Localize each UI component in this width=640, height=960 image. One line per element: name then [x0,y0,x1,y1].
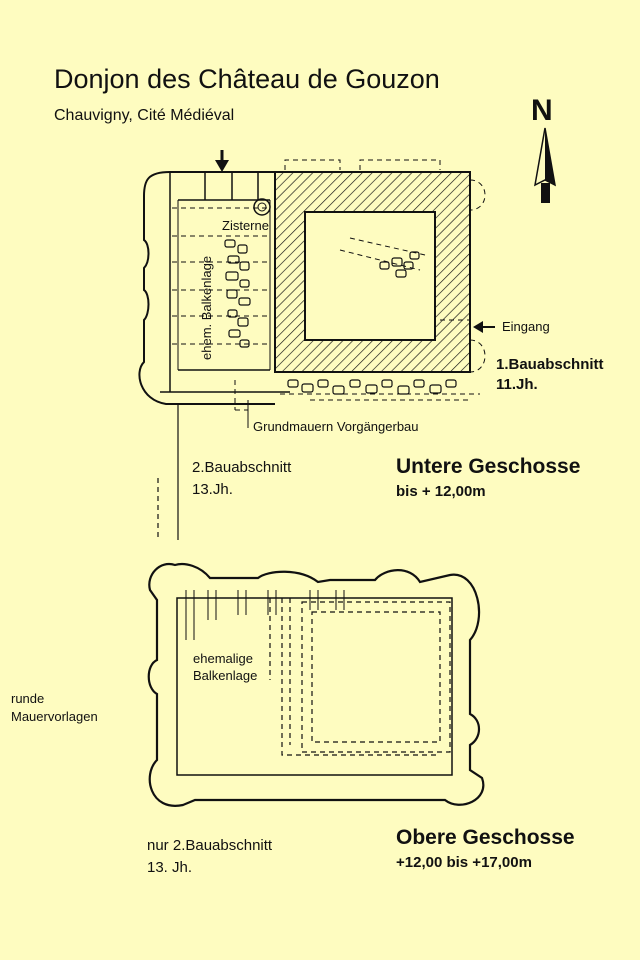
lower-beams-label: ehem. Balkenlage [199,255,214,360]
upper-phase-century: 13. Jh. [147,859,193,876]
upper-beams-label-1: ehemalige [193,651,253,666]
entrance-arrow-icon [473,321,495,333]
north-arrow-icon [534,127,556,203]
upper-phase-label: nur 2.Bauabschnitt [147,837,273,854]
lower-floor-plan [138,159,486,540]
cistern-label: Zisterne [222,218,269,233]
foundations-label: Grundmauern Vorgängerbau [253,419,419,434]
diagram-title: Donjon des Château de Gouzon [54,64,440,94]
upper-beams-label-2: Balkenlage [193,668,258,683]
north-label: N [531,94,553,127]
phase1-century: 11.Jh. [496,376,538,393]
phase2-label: 2.Bauabschnitt [192,459,292,476]
access-arrow-icon [215,150,229,172]
lower-floors-height: bis + 12,00m [396,483,486,500]
lower-floors-heading: Untere Geschosse [396,455,581,478]
phase1-label: 1.Bauabschnitt [496,356,604,373]
phase2-century: 13.Jh. [192,481,233,498]
upper-floors-height: +12,00 bis +17,00m [396,854,532,871]
buttress-label-1: runde [11,691,45,706]
buttress-label-2: Mauervorlagen [11,709,98,724]
entrance-label: Eingang [502,319,550,334]
upper-floor-plan [147,562,485,807]
upper-floors-heading: Obere Geschosse [396,826,575,849]
diagram-subtitle: Chauvigny, Cité Médiéval [54,107,235,124]
